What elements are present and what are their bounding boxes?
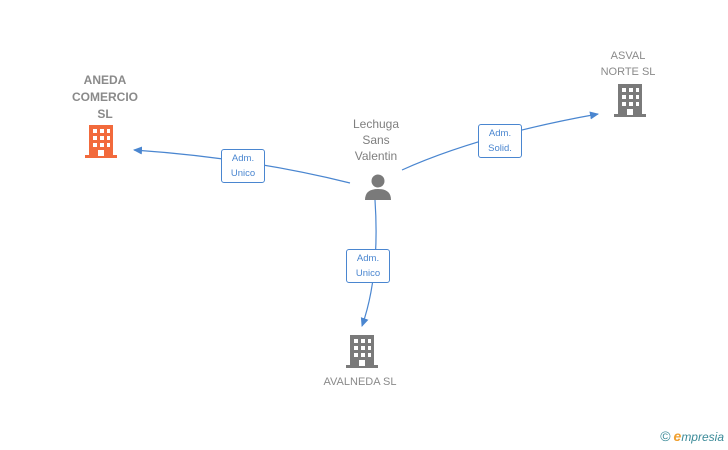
brand-name: mpresia: [681, 430, 724, 444]
relation-box-aneda[interactable]: Adm. Unico: [221, 149, 265, 183]
relation-box-avalneda[interactable]: Adm. Unico: [346, 249, 390, 283]
building-icon[interactable]: [345, 334, 379, 370]
company-label-avalneda: AVALNEDA SL: [323, 376, 397, 388]
person-icon[interactable]: [363, 172, 393, 202]
brand-logo: ©empresia: [660, 428, 724, 444]
building-icon[interactable]: [613, 83, 647, 119]
person-name-label: Lechuga Sans Valentin: [352, 117, 400, 163]
company-label-aneda: ANEDA COMERCIO SL: [72, 73, 138, 121]
company-label-asval: ASVAL NORTE SL: [600, 50, 656, 78]
brand-initial: e: [673, 428, 682, 444]
relation-box-asval[interactable]: Adm. Solid.: [478, 124, 522, 158]
copyright-symbol: ©: [660, 428, 671, 444]
building-icon[interactable]: [84, 124, 118, 160]
